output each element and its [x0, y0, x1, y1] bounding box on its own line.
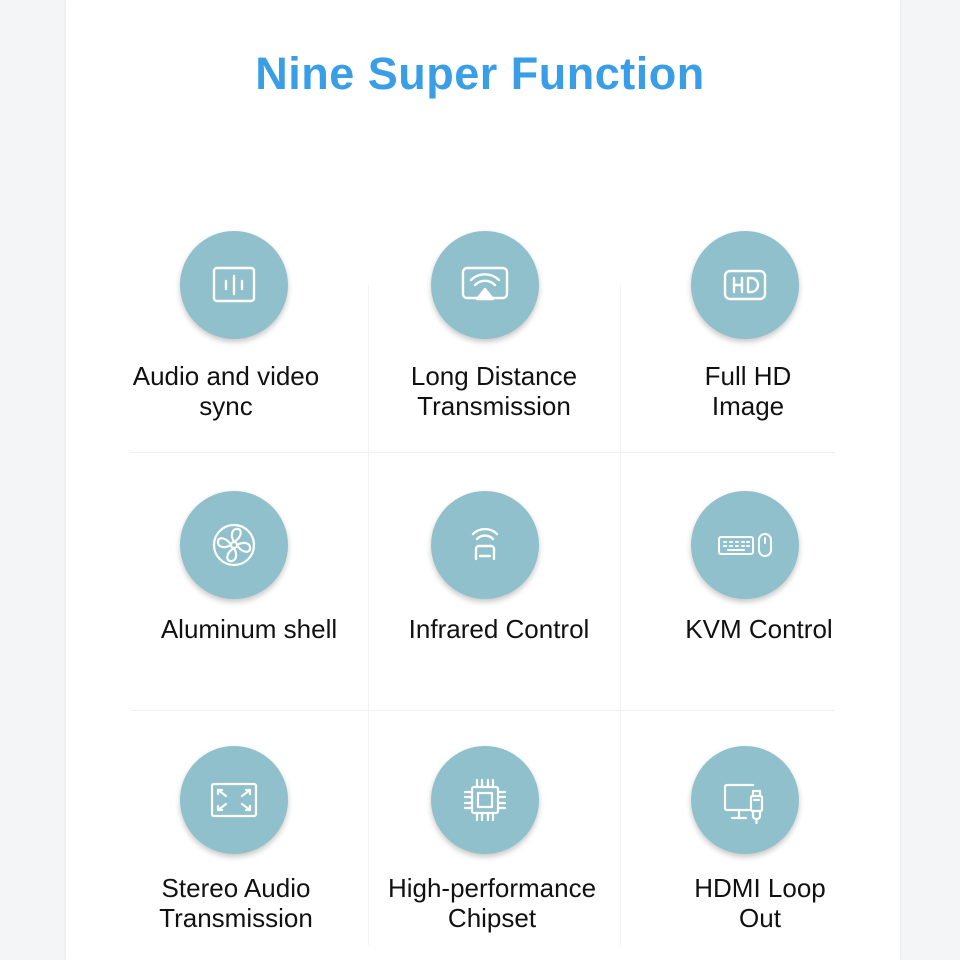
row-divider	[130, 452, 835, 453]
chip-icon	[431, 746, 539, 854]
feature-label: HDMI Loop Out	[630, 873, 890, 933]
expand-screen-icon	[180, 746, 288, 854]
feature-label: Infrared Control	[369, 614, 629, 644]
feature-label-line: sync	[199, 391, 253, 421]
feature-label-line: Transmission	[417, 391, 571, 421]
feature-label-line: KVM Control	[685, 614, 833, 644]
keyboard-mouse-icon	[691, 491, 799, 599]
feature-label: Aluminum shell	[119, 614, 379, 644]
feature-label-line: High-performance	[387, 873, 597, 903]
feature-label-line: Audio and video	[132, 361, 320, 391]
feature-label: Stereo Audio Transmission	[106, 873, 366, 933]
long-distance-transmission-icon	[431, 231, 539, 339]
feature-label: Long Distance Transmission	[364, 361, 624, 421]
feature-label: KVM Control	[629, 614, 889, 644]
feature-label: Full HD Image	[618, 361, 878, 421]
feature-label-line: Long Distance	[410, 361, 578, 391]
page-title: Nine Super Function	[255, 48, 705, 99]
infrared-icon	[431, 491, 539, 599]
feature-label-line: Aluminum shell	[160, 614, 338, 644]
feature-label-line: HDMI Loop	[694, 873, 826, 903]
feature-label-line: Transmission	[159, 903, 313, 933]
column-divider	[368, 285, 369, 945]
column-divider	[620, 285, 621, 945]
hd-icon	[691, 231, 799, 339]
feature-label-line: Chipset	[447, 903, 537, 933]
audio-video-sync-icon	[180, 231, 288, 339]
row-divider	[130, 710, 835, 711]
feature-label-line: Image	[711, 391, 785, 421]
fan-icon	[180, 491, 288, 599]
feature-label-line: Infrared Control	[408, 614, 590, 644]
monitor-hdmi-icon	[691, 746, 799, 854]
feature-label: Audio and video sync	[96, 361, 356, 421]
feature-label-line: Full HD	[704, 361, 792, 391]
feature-label-line: Out	[739, 903, 781, 933]
feature-label-line: Stereo Audio	[161, 873, 311, 903]
feature-label: High-performance Chipset	[362, 873, 622, 933]
